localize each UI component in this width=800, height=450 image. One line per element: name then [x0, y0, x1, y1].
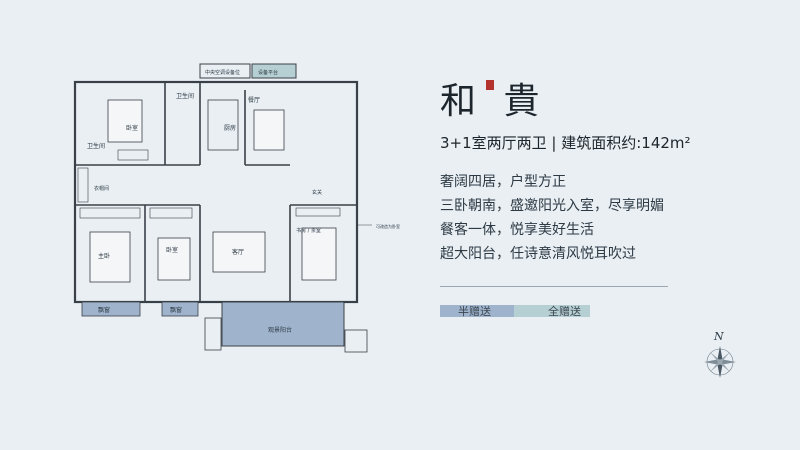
- label-bedroom1: 卧室: [126, 124, 138, 132]
- label-ac-platform: 中央空调设备位: [205, 69, 240, 76]
- bed-master: [89, 231, 131, 283]
- feature-item: 超大阳台，任诗意清风悦耳吹过: [440, 246, 636, 262]
- seal-stamp: [486, 80, 494, 90]
- bed-2: [157, 237, 191, 281]
- legend-label-full: 全赠送: [548, 305, 581, 318]
- label-bedroom2: 卧室: [166, 246, 178, 254]
- feature-item: 三卧朝南，盛邀阳光入室，尽享明媚: [440, 198, 664, 214]
- label-living: 客厅: [232, 248, 244, 256]
- label-note: 可改造为卧室: [376, 223, 400, 229]
- label-study: 书房 / 茶室: [296, 227, 321, 234]
- outer-wall: [73, 80, 359, 304]
- plan-spec: 3+1室两厅两卫 | 建筑面积约:142m²: [440, 134, 691, 152]
- study-desk: [301, 227, 337, 281]
- label-bathroom1: 卫生间: [176, 92, 194, 100]
- bay-window-1: [81, 301, 141, 317]
- feature-item: 餐客一体，悦享美好生活: [440, 222, 594, 238]
- coffee-table: [212, 231, 266, 273]
- divider: [440, 286, 668, 287]
- bay-window-2: [161, 301, 199, 317]
- legend-swatch-half: [440, 305, 516, 317]
- legend-swatch-full: [514, 305, 590, 317]
- label-balcony: 观景阳台: [268, 326, 292, 334]
- bed-1: [107, 99, 143, 143]
- feature-list: 奢阔四居，户型方正 三卧朝南，盛邀阳光入室，尽享明媚 餐客一体，悦享美好生活 超…: [440, 170, 664, 266]
- label-bay2: 飘窗: [170, 306, 182, 314]
- dining-table: [253, 109, 285, 151]
- label-bay1: 飘窗: [98, 306, 110, 314]
- label-dining: 餐厅: [248, 96, 260, 104]
- label-cloakroom: 衣帽间: [94, 185, 109, 192]
- label-foyer: 玄关: [312, 189, 322, 196]
- feature-item: 奢阔四居，户型方正: [440, 174, 566, 190]
- floor-plan: 中央空调设备位 设备平台 卫生间 卧室 餐厅 厨房 卫生间 衣帽间 玄关 主卧 …: [73, 63, 400, 353]
- label-equipment: 设备平台: [258, 69, 278, 76]
- label-kitchen: 厨房: [224, 124, 236, 132]
- balcony-area: [221, 301, 345, 347]
- equipment-platform-box: [251, 63, 297, 79]
- compass-icon: [704, 346, 736, 378]
- kitchen-counter: [207, 99, 239, 151]
- legend-label-half: 半赠送: [458, 305, 491, 318]
- label-master: 主卧: [98, 252, 110, 260]
- ac-platform-box: [199, 63, 251, 79]
- label-bathroom2: 卫生间: [87, 142, 105, 150]
- compass-north-label: N: [714, 330, 724, 343]
